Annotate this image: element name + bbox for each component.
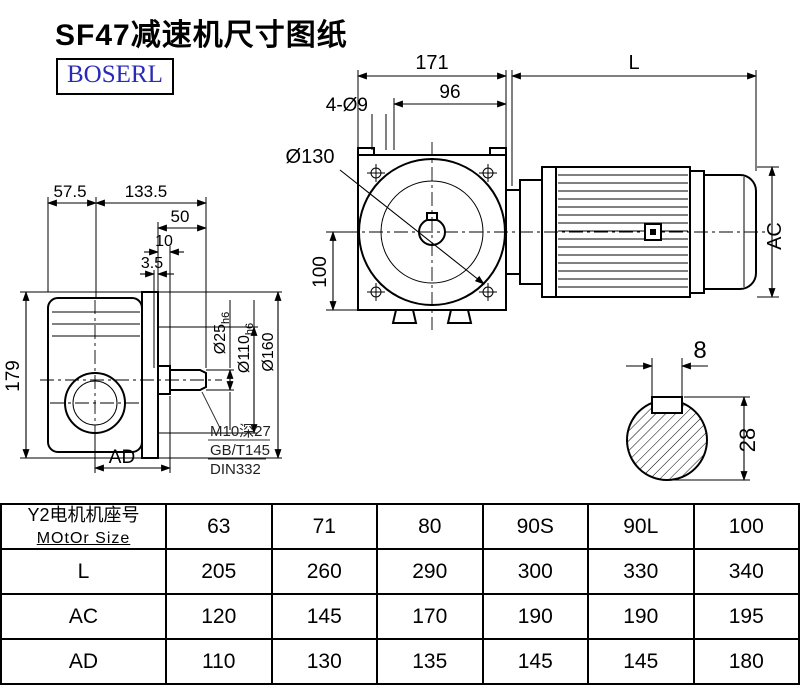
motor-size-label-cn: Y2电机机座号 [27, 505, 140, 525]
note-tap-std-din: DIN332 [210, 461, 261, 478]
size-80: 80 [376, 502, 484, 551]
dim-center-height: 100 [310, 256, 331, 288]
note-tap-hole: M10深27 [210, 423, 271, 440]
fan-cover [703, 174, 757, 290]
AD-value: 135 [376, 638, 484, 685]
dimension-labels: 171 L 96 4-Ø9 Ø130 100 AC 57.5 133.5 50 … [3, 52, 786, 478]
AC-value: 190 [587, 593, 695, 641]
size-90S: 90S [481, 502, 589, 551]
brand-logo: BOSERL [56, 58, 174, 95]
dim-bolt-holes: 4-Ø9 [326, 95, 368, 116]
dim-offset-total: 133.5 [125, 182, 168, 201]
output-shaft [169, 369, 207, 391]
foot-right [446, 309, 473, 324]
technical-drawing: 171 L 96 4-Ø9 Ø130 100 AC 57.5 133.5 50 … [3, 52, 786, 481]
AC-value: 170 [376, 593, 484, 641]
dim-shaft-groove: 3.5 [141, 255, 163, 272]
AD-value: 110 [165, 638, 273, 685]
dimension-lines [22, 72, 776, 481]
dim-body-height: 179 [3, 360, 24, 392]
shaft-section-view [626, 396, 708, 481]
row-label-L: L [0, 548, 167, 596]
dim-flange-pitch: 96 [439, 82, 460, 103]
dim-flange-dia: Ø130 [286, 146, 335, 168]
table-row-L: L 205 260 290 300 330 340 [0, 548, 800, 596]
AD-value: 130 [270, 638, 378, 685]
dim-shaft-length: 50 [171, 207, 190, 226]
gearbox-front-view [344, 142, 766, 330]
dim-shaft-step: 10 [155, 233, 173, 250]
L-value: 260 [270, 548, 378, 596]
motor-fins [558, 174, 688, 288]
row-label-AC: AC [0, 593, 167, 641]
motor-side-view [505, 166, 757, 298]
L-value: 340 [692, 548, 800, 596]
L-value: 330 [587, 548, 695, 596]
table-row-AD: AD 110 130 135 145 145 180 [0, 638, 800, 685]
row-label-AD: AD [0, 638, 167, 685]
dim-top-width: 171 [415, 52, 448, 74]
note-tap-std-gb: GB/T145 [210, 442, 270, 459]
AC-value: 145 [270, 593, 378, 641]
L-value: 205 [165, 548, 273, 596]
page-title: SF47减速机尺寸图纸 [55, 19, 348, 52]
dim-offset-left: 57.5 [53, 182, 86, 201]
dim-shaft-dia: Ø25h6 [212, 312, 232, 355]
size-100: 100 [692, 502, 800, 551]
size-63: 63 [165, 502, 273, 551]
dimension-table: Y2电机机座号 MOtOr Size 63 71 80 90S 90L 100 … [0, 502, 800, 685]
table-row-header: Y2电机机座号 MOtOr Size 63 71 80 90S 90L 100 [0, 502, 800, 551]
dim-key-height: 28 [735, 428, 760, 452]
AC-value: 190 [481, 593, 589, 641]
size-90L: 90L [587, 502, 695, 551]
size-71: 71 [270, 502, 378, 551]
AC-value: 120 [165, 593, 273, 641]
dim-motor-length: L [628, 52, 639, 74]
bolt-holes [367, 164, 497, 301]
keyway-slot [651, 396, 683, 414]
AD-value: 180 [692, 638, 800, 685]
AC-value: 195 [692, 593, 800, 641]
motor-size-label-en: MOtOr Size [36, 529, 131, 547]
AD-value: 145 [587, 638, 695, 685]
dim-flange-od: Ø160 [260, 332, 277, 371]
foot-left [391, 309, 418, 324]
dim-motor-height: AC [764, 222, 786, 250]
dim-key-width: 8 [693, 337, 706, 364]
dim-motor-width: AD [109, 447, 135, 468]
dim-spigot-dia: Ø110h6 [236, 323, 256, 373]
table-row-AC: AC 120 145 170 190 190 195 [0, 593, 800, 641]
L-value: 290 [376, 548, 484, 596]
L-value: 300 [481, 548, 589, 596]
motor-size-header-cell: Y2电机机座号 MOtOr Size [0, 502, 167, 551]
AD-value: 145 [481, 638, 589, 685]
